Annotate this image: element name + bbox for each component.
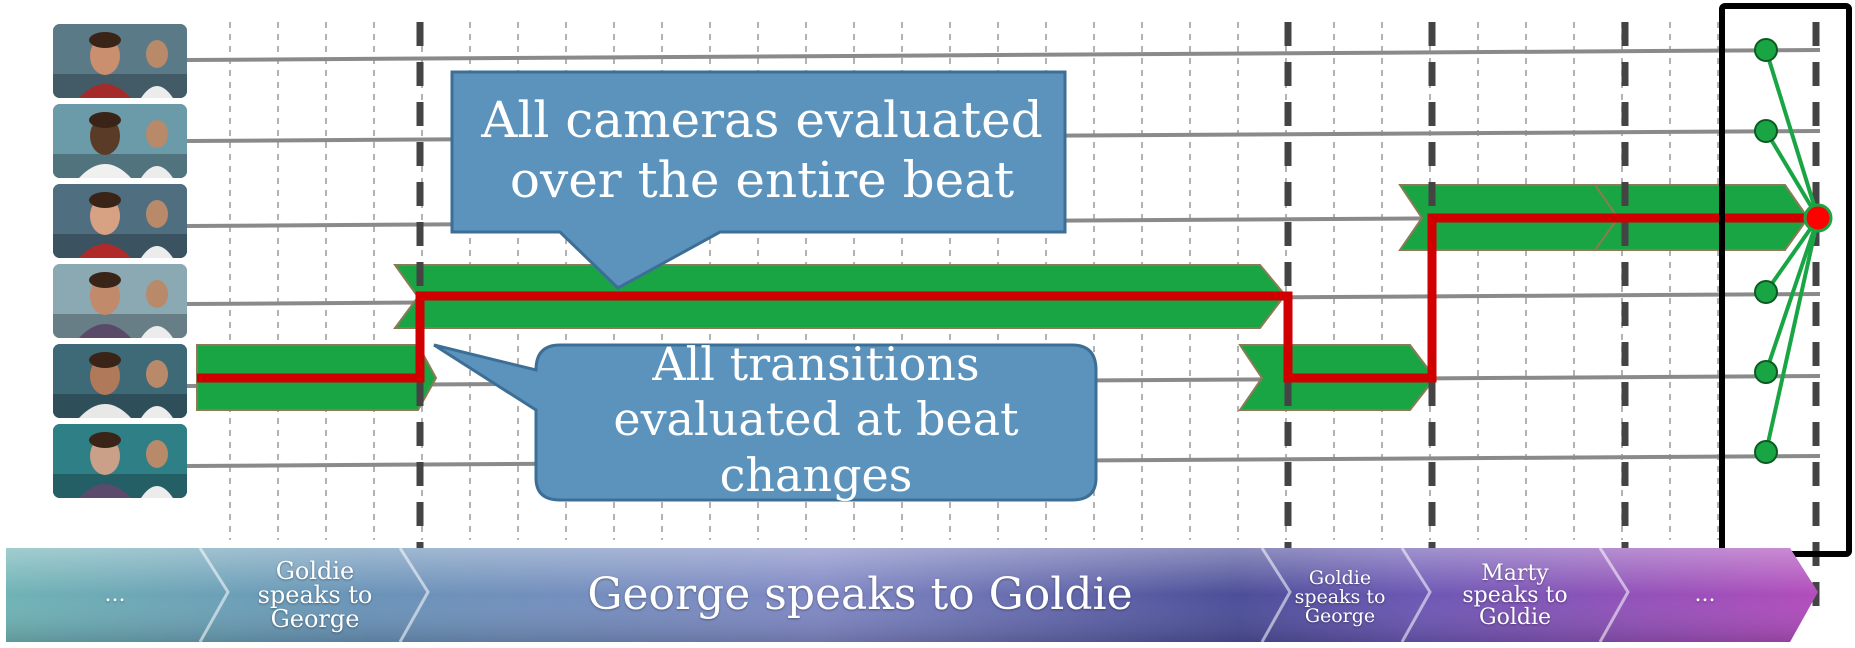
selector-line-4 [1764, 216, 1820, 294]
camera-line-1 [186, 48, 1821, 62]
camera-3-thumbnail-figure [53, 184, 187, 258]
beat-banner [6, 547, 1818, 643]
beat-label-4: Goldie speaks to George [1294, 566, 1386, 627]
camera-2-thumbnail-figure [53, 104, 187, 178]
selector-dot-5 [1754, 360, 1778, 384]
beat-separator-5 [1598, 547, 1630, 643]
camera-6-thumbnail-figure [53, 424, 187, 498]
final-choice-dot [1803, 203, 1833, 233]
selector-dot-4 [1754, 280, 1778, 304]
camera-5-thumbnail-figure [53, 344, 187, 418]
beat-label-3: George speaks to Goldie [587, 569, 1133, 620]
beat-label-6: ... [1694, 582, 1716, 607]
camera-1-thumbnail-figure [53, 24, 187, 98]
camera-6-thumbnail [53, 424, 187, 498]
selector-line-2 [1764, 129, 1820, 220]
beat-label-2: Goldie speaks to George [257, 557, 373, 633]
beat-banner-shade [6, 548, 1818, 642]
selector-dot-6 [1754, 440, 1778, 464]
cameras-callout-bubble [450, 70, 1067, 290]
beat-separator-3 [1260, 547, 1292, 643]
camera-2-thumbnail [53, 104, 187, 178]
beat-separator-4 [1400, 547, 1432, 643]
selector-dot-1 [1754, 38, 1778, 62]
selector-lines [1764, 49, 1820, 453]
final-selection [1719, 3, 1852, 557]
beat-separator-1 [198, 547, 230, 643]
transitions-callout-text: All transitions evaluated at beat change… [613, 337, 1019, 502]
beat-separator-2 [398, 547, 430, 643]
camera-4-thumbnail-figure [53, 264, 187, 338]
final-highlight-box [1719, 3, 1852, 557]
selected-camera-path [197, 213, 1818, 383]
camera-5-thumbnail [53, 344, 187, 418]
beat-label-1: ... [104, 582, 126, 607]
beat-label-5: Marty speaks to Goldie [1462, 561, 1568, 630]
camera-3-thumbnail [53, 184, 187, 258]
selector-dot-2 [1754, 119, 1778, 143]
cameras-callout [450, 70, 1067, 290]
selector-dots [1754, 38, 1778, 464]
selector-line-6 [1764, 217, 1820, 453]
transitions-callout [433, 343, 1098, 502]
cameras-callout-text: All cameras evaluated over the entire be… [481, 91, 1043, 209]
camera-4-thumbnail [53, 264, 187, 338]
camera-1-thumbnail [53, 24, 187, 98]
selector-line-1 [1764, 49, 1820, 219]
beat-chevrons [198, 547, 1630, 643]
selector-line-5 [1764, 217, 1820, 373]
transitions-callout-bubble [433, 343, 1098, 502]
